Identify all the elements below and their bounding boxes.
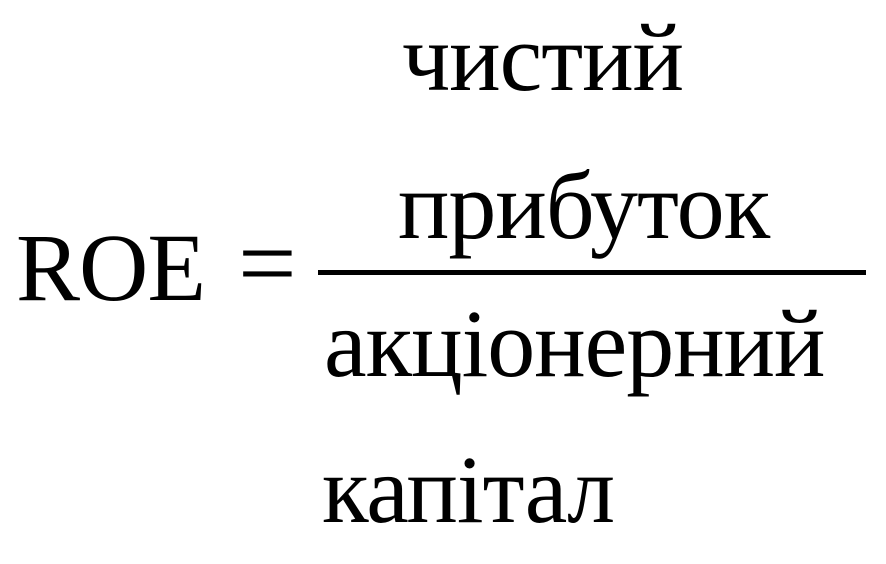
denominator-line-1: акціонерний bbox=[324, 290, 825, 397]
numerator-line-1: чистий bbox=[402, 4, 684, 111]
fraction-bar bbox=[318, 270, 866, 275]
equals-sign: = bbox=[238, 206, 297, 321]
denominator-line-2: капітал bbox=[322, 436, 615, 543]
numerator-line-2: прибуток bbox=[398, 152, 770, 259]
formula-lhs: ROE bbox=[16, 214, 206, 321]
